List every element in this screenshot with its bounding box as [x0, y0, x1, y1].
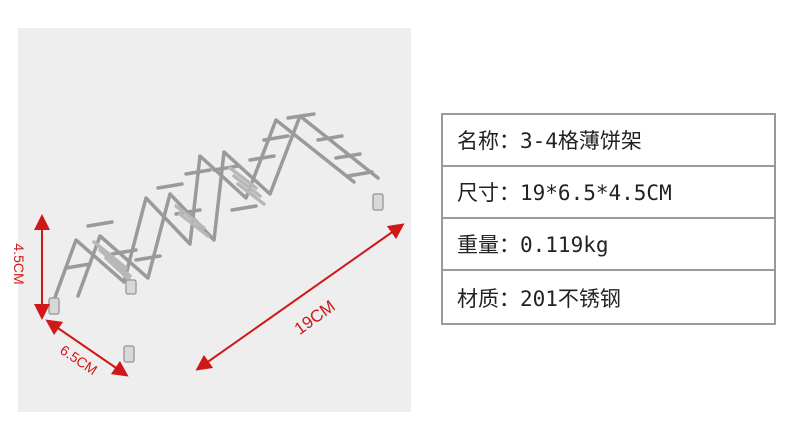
height-label: 4.5CM	[11, 243, 27, 284]
taco-rack-illustration: 4.5CM 6.5CM 19CM	[11, 28, 411, 412]
spec-row-material: 材质：201不锈钢	[457, 287, 621, 311]
depth-arrow	[45, 319, 129, 377]
length-arrow	[195, 223, 405, 371]
spec-row-weight: 重量：0.119kg	[443, 219, 774, 271]
dimension-arrows	[34, 214, 405, 377]
spec-table: 名称：3-4格薄饼架 尺寸：19*6.5*4.5CM 重量：0.119kg 材质…	[441, 113, 776, 325]
rack-wire	[52, 112, 380, 302]
product-photo: 4.5CM 6.5CM 19CM	[11, 28, 411, 412]
spec-row-size: 尺寸：19*6.5*4.5CM	[443, 167, 774, 219]
spec-row-name: 名称：3-4格薄饼架	[443, 115, 774, 167]
